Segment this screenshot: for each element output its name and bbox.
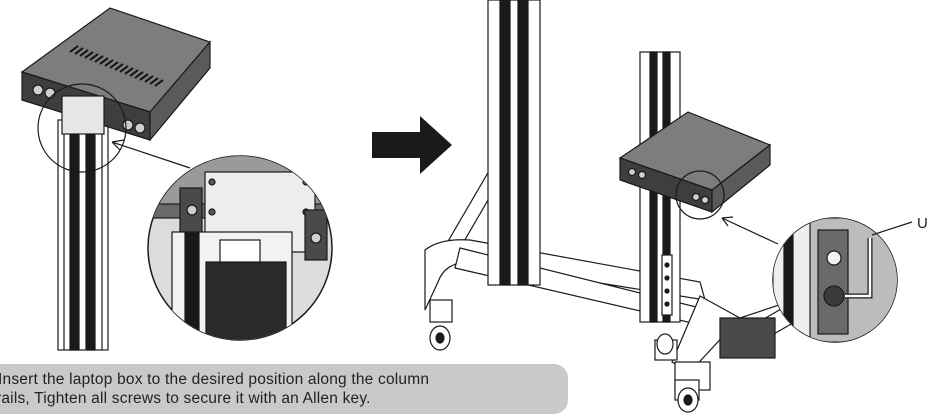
left-callout-arrow [111,139,191,169]
left-detail-ring [37,83,127,173]
right-column-front [487,0,541,286]
cart-casters [429,299,700,413]
instruction-caption: Insert the laptop box to the desired pos… [0,364,568,414]
right-detail-ring [675,170,725,220]
right-detail-circle [772,217,898,343]
left-column-rail [57,119,109,351]
right-callout-arrow [721,216,779,245]
right-arrow-icon [372,116,452,174]
allen-key-label: U [917,215,928,232]
left-laptop-box [20,7,212,142]
instruction-line-2: rails, Tighten all screws to secure it w… [0,390,371,407]
instruction-line-1: Insert the laptop box to the desired pos… [0,371,430,388]
left-detail-circle [147,155,333,341]
allen-key-leader [871,221,913,236]
